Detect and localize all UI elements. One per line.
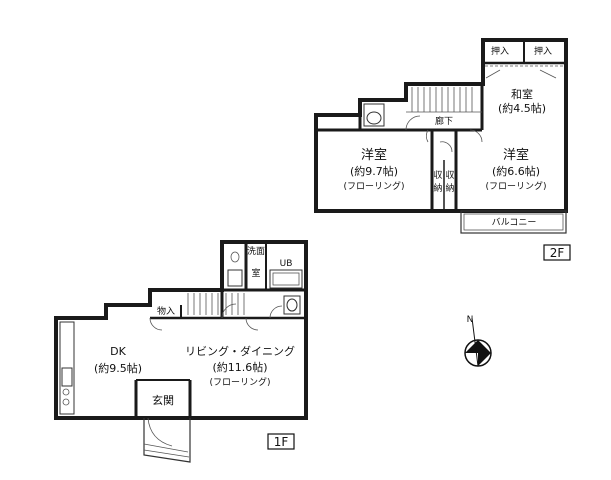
closet-1-label: 押入: [491, 45, 509, 57]
living-name: リビング・ダイニング: [185, 344, 295, 358]
floor-1-badge-text: 1F: [274, 435, 289, 449]
floor-1-badge: [267, 433, 295, 450]
western-room-1-floor: (フローリング): [343, 180, 404, 192]
storage-2-label-a: 収: [445, 169, 454, 181]
stove: [62, 388, 70, 406]
hall-label: 廊下: [435, 115, 453, 127]
western-room-1-name: 洋室: [361, 147, 387, 163]
living-size: (約11.6帖): [212, 360, 267, 374]
storage-1-label-a: 収: [433, 169, 442, 181]
entrance-steps: [143, 417, 191, 463]
japanese-room-size: (約4.5帖): [498, 101, 546, 115]
storage-1-label-b: 納: [433, 182, 442, 194]
bathtub: [269, 269, 303, 289]
dk-size: (約9.5帖): [94, 361, 142, 375]
compass-north-label: N: [467, 315, 474, 325]
stairs-2f: [406, 87, 482, 113]
western-room-2-name: 洋室: [503, 147, 529, 163]
balcony: [460, 210, 567, 234]
compass-icon: N: [464, 315, 492, 367]
washroom-label-2: 室: [251, 267, 260, 279]
toilet-2f: [363, 103, 385, 127]
stairs-1f: [187, 293, 245, 315]
western-room-2-floor: (フローリング): [485, 180, 546, 192]
floor-1-plan: 物入 洗面 室 UB DK (約9.5帖) リビング・ダイニング (約11.6帖…: [54, 240, 308, 463]
bath-label: UB: [280, 259, 293, 269]
washroom-label-1: 洗面: [247, 245, 265, 257]
entrance-label: 玄関: [152, 393, 174, 407]
balcony-label: バルコニー: [492, 217, 537, 228]
western-room-1-size: (約9.7帖): [350, 164, 398, 178]
floor-2-plan: 押入 押入 和室 (約4.5帖) 廊下 洋室 (約9.7帖) (フローリング) …: [314, 38, 571, 261]
dk-name: DK: [110, 345, 126, 358]
floor-2-badge: [543, 244, 571, 261]
storage-label: 物入: [157, 305, 175, 317]
storage-2-label-b: 納: [445, 182, 454, 194]
closet-2-label: 押入: [534, 45, 552, 57]
western-room-2-size: (約6.6帖): [492, 164, 540, 178]
living-floor: (フローリング): [209, 376, 270, 388]
floor-2-badge-text: 2F: [550, 246, 565, 260]
toilet-1f: [283, 295, 301, 315]
japanese-room-name: 和室: [511, 87, 533, 101]
